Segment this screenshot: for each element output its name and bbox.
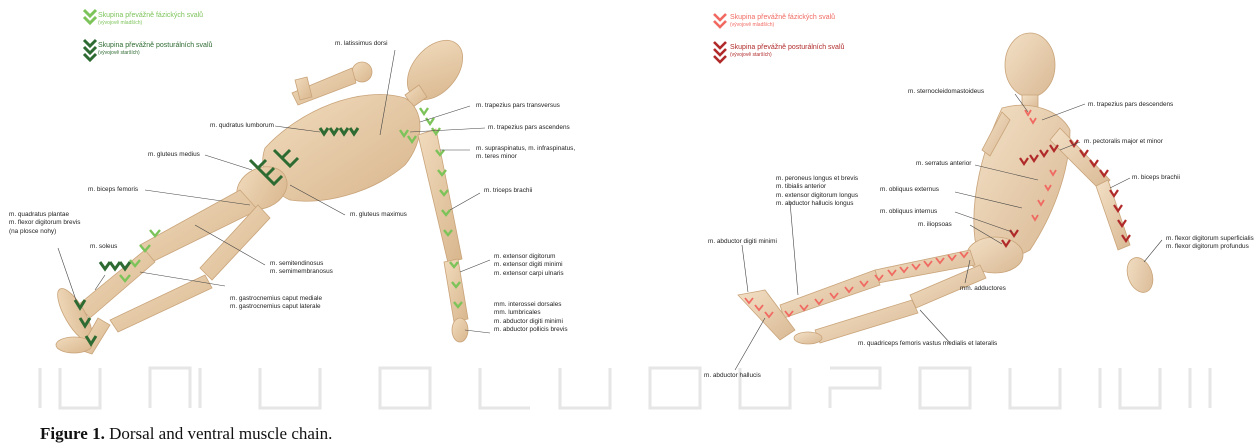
label-extensor-digiti-minimi: m. extensor digiti minimi xyxy=(494,261,564,269)
dorsal-muscle-chain-panel: Skupina převážně fázických svalů (vývojo… xyxy=(0,0,630,380)
label-triceps: m. triceps brachii xyxy=(484,187,532,195)
label-quadriceps: m. quadriceps femoris vastus medialis et… xyxy=(858,340,997,348)
label-flexor-digitorum-brevis: m. flexor digitorum brevis xyxy=(9,219,80,227)
label-semimembranosus: m. semimembranosus xyxy=(270,268,333,276)
legend-postural-red-title: Skupina převážně posturálních svalů xyxy=(730,44,844,52)
label-extensor-carpi-ulnaris: m. extensor carpi ulnaris xyxy=(494,270,564,278)
legend-phasic-red-title: Skupina převážně fázických svalů xyxy=(730,14,835,22)
legend-phasic-title: Skupina převážně fázických svalů xyxy=(98,12,203,20)
label-flexor-profundus: m. flexor digitorum profundus xyxy=(1166,243,1254,251)
label-soleus: m. soleus xyxy=(90,243,117,251)
label-group-semi: m. semitendinosus m. semimembranosus xyxy=(270,260,333,277)
label-latissimus: m. latissimus dorsi xyxy=(335,40,388,48)
label-abductor-hallucis-longus: m. abductor hallucis longus xyxy=(776,200,858,208)
label-gastrocnemius-laterale: m. gastrocnemius caput laterale xyxy=(230,303,322,311)
ventral-muscle-chain-panel: Skupina převážně fázických svalů (vývojo… xyxy=(630,0,1260,380)
label-trapezius-descendens: m. trapezius pars descendens xyxy=(1088,101,1173,109)
legend-phasic-green-icon xyxy=(84,10,96,23)
label-extensor-digitorum-longus: m. extensor digitorum longus xyxy=(776,192,858,200)
label-gluteus-maximus: m. gluteus maximus xyxy=(350,211,407,219)
label-abductor-pollicis: m. abductor pollicis brevis xyxy=(494,326,568,334)
label-extensor-digitorum: m. extensor digitorum xyxy=(494,253,564,261)
label-group-supraspinatus: m. supraspinatus, m. infraspinatus, m. t… xyxy=(476,145,575,162)
label-tibialis: m. tibialis anterior xyxy=(776,183,858,191)
label-group-flexor: m. flexor digitorum superficialis m. fle… xyxy=(1166,235,1254,252)
label-lumbricales: mm. lumbricales xyxy=(494,309,568,317)
label-supraspinatus: m. supraspinatus, m. infraspinatus, xyxy=(476,145,575,153)
label-abductor-digiti-minimi: m. abductor digiti minimi xyxy=(494,318,568,326)
label-pectoralis: m. pectoralis major et minor xyxy=(1084,138,1163,146)
legend-phasic-red-sub: (vývojově mladších) xyxy=(730,22,774,28)
label-na-plosce: (na ploscе nohy) xyxy=(9,228,80,236)
label-group-foot: m. quadratus plantae m. flexor digitorum… xyxy=(9,211,80,236)
legend-phasic-sub: (vývojově mladších) xyxy=(98,20,142,26)
label-biceps-femoris: m. biceps femoris xyxy=(88,186,138,194)
label-gastrocnemius-mediale: m. gastrocnemius caput mediale xyxy=(230,295,322,303)
legend-phasic-red-icon xyxy=(714,14,726,27)
legend-postural-red-icon xyxy=(714,42,726,62)
label-serratus: m. serratus anterior xyxy=(916,160,971,168)
figure-caption: Figure 1. Dorsal and ventral muscle chai… xyxy=(40,424,332,444)
label-group-peroneus: m. peroneus longus et brevis m. tibialis… xyxy=(776,175,858,209)
legend-postural-sub: (vývojově starších) xyxy=(98,50,140,56)
legend-postural-title: Skupina převážně posturálních svalů xyxy=(98,42,212,50)
label-qudratus: m. qudratus lumborum xyxy=(210,122,274,130)
label-teres-minor: m. teres minor xyxy=(476,153,575,161)
legend-postural-red-sub: (vývojově starších) xyxy=(730,52,772,58)
legend-postural-green-icon xyxy=(84,40,96,60)
label-trapezius-transversus: m. trapezius pars transversus xyxy=(476,102,560,110)
label-group-hand: mm. interossei dorsales mm. lumbricales … xyxy=(494,301,568,335)
label-interossei: mm. interossei dorsales xyxy=(494,301,568,309)
label-gluteus-medius: m. gluteus medius xyxy=(148,151,200,159)
label-adductores: mm. adductores xyxy=(960,285,1006,293)
label-sternocleidomastoideus: m. sternocleidomastoideus xyxy=(908,88,984,96)
figure-caption-label: Figure 1. xyxy=(40,424,105,443)
label-trapezius-ascendens: m. trapezius pars ascendens xyxy=(488,124,570,132)
label-group-extensor: m. extensor digitorum m. extensor digiti… xyxy=(494,253,564,278)
label-iliopsoas: m. iliopsoas xyxy=(918,221,952,229)
label-semitendinosus: m. semitendinosus xyxy=(270,260,333,268)
label-biceps-brachii: m. biceps brachii xyxy=(1132,174,1180,182)
label-abductor-hallucis: m. abductor hallucis xyxy=(704,372,761,380)
ventral-mannequin-figure xyxy=(630,0,1260,380)
label-obliquus-internus: m. obliquus internus xyxy=(880,208,937,216)
label-obliquus-externus: m. obliquus externus xyxy=(880,186,939,194)
label-peroneus: m. peroneus longus et brevis xyxy=(776,175,858,183)
label-group-gastrocnemius: m. gastrocnemius caput mediale m. gastro… xyxy=(230,295,322,312)
label-abductor-digiti-minimi-r: m. abductor digiti minimi xyxy=(708,238,777,246)
figure-caption-text: Dorsal and ventral muscle chain. xyxy=(105,424,333,443)
label-flexor-superficialis: m. flexor digitorum superficialis xyxy=(1166,235,1254,243)
label-quadratus-plantae: m. quadratus plantae xyxy=(9,211,80,219)
